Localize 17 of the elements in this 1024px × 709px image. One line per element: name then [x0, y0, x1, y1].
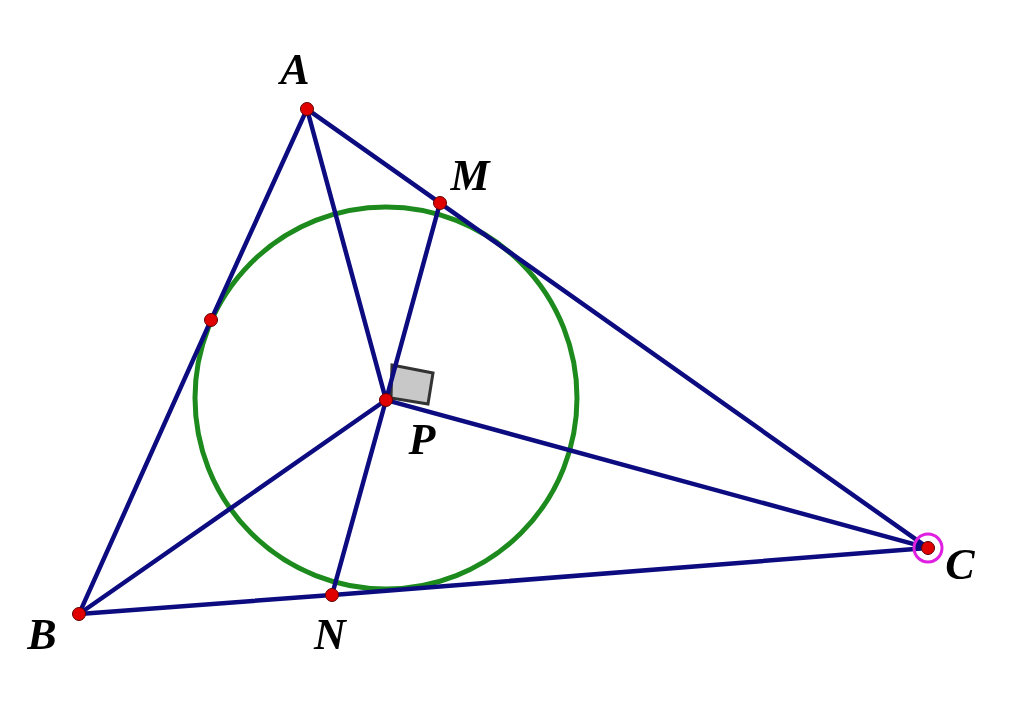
line-segment [211, 113, 307, 316]
point-label: M [450, 154, 490, 198]
line-segment [79, 324, 211, 610]
line-segment [82, 401, 383, 613]
point-label: C [945, 543, 975, 587]
point-label: P [408, 418, 436, 462]
point-label: B [27, 613, 57, 657]
line-segment [390, 399, 924, 549]
line-segment [336, 546, 924, 597]
line-segment [331, 404, 387, 591]
point-label: N [314, 613, 346, 657]
line-segment [83, 593, 328, 616]
line-segment [306, 113, 387, 396]
line-segment [310, 110, 437, 202]
line-segment [443, 204, 925, 547]
point-label: A [280, 48, 310, 92]
line-segment [385, 207, 441, 396]
